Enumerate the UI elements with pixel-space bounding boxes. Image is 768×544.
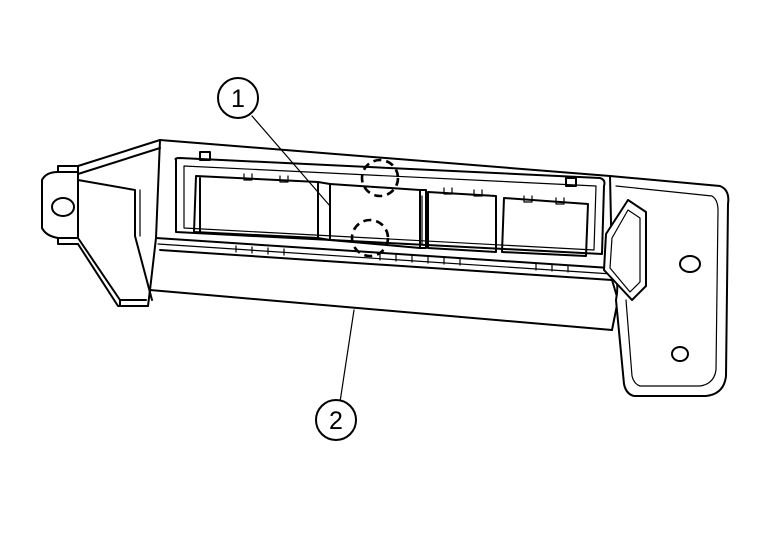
right-mounting-bracket: [603, 175, 730, 397]
callout-1-label: 1: [231, 85, 245, 113]
lock-tab-upper: [360, 158, 400, 198]
callout-2-label: 2: [329, 407, 343, 435]
connector-window: [174, 151, 606, 255]
callout-1-leader: [251, 115, 331, 207]
right-mount-hole-upper: [679, 255, 701, 273]
callout-1-circle: [217, 77, 259, 119]
callout-1: 1: [217, 77, 331, 207]
terminal-strip: [235, 245, 569, 273]
housing-body: [147, 139, 619, 331]
left-mount-hole: [51, 197, 75, 217]
connector-middle: [427, 187, 497, 253]
connector-left: [193, 173, 331, 241]
callout-2-leader: [339, 309, 355, 403]
lock-tab-lower: [350, 218, 390, 258]
callout-2-circle: [315, 399, 357, 441]
divider-wall: [329, 183, 427, 249]
left-mounting-bracket: [41, 139, 161, 307]
callout-2: 2: [315, 309, 357, 441]
connector-right: [501, 195, 589, 257]
right-mount-hole-lower: [671, 346, 689, 362]
